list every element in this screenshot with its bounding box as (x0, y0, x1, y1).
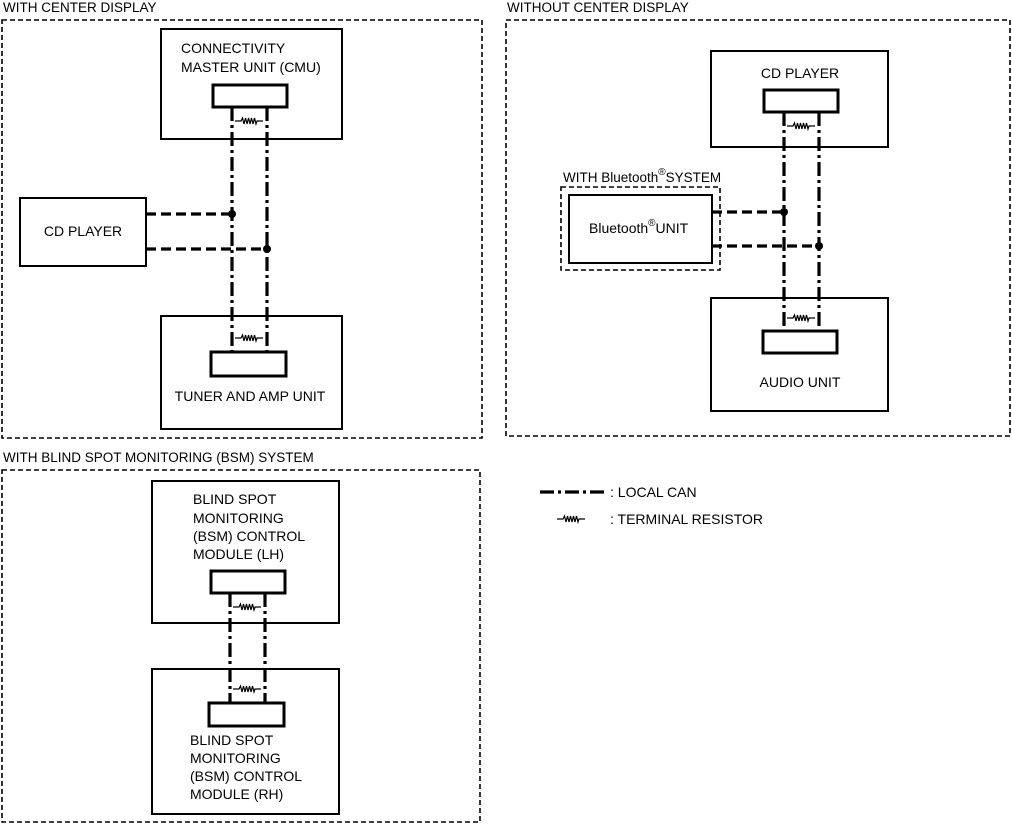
bluetooth-system-frame (560, 186, 721, 271)
audio-unit-label: AUDIO UNIT (760, 374, 841, 390)
cmu-label-line1: CONNECTIVITY (181, 40, 286, 56)
cmu-box (160, 28, 343, 140)
cd-player-connector (762, 88, 840, 114)
section-title-with-center-display: WITH CENTER DISPLAY (3, 0, 157, 15)
legend-local-can: : LOCAL CAN (610, 484, 697, 500)
bsm-rh-line4: MODULE (RH) (190, 786, 283, 802)
section-frame (1, 469, 481, 823)
section-frame (505, 19, 1011, 437)
cd-player-label: CD PLAYER (44, 223, 122, 239)
bsm-lh-connector (209, 569, 287, 595)
cmu-label-line2: MASTER UNIT (CMU) (181, 59, 321, 75)
bsm-rh-box (151, 668, 340, 815)
cmu-connector (211, 83, 289, 109)
section-frame (1, 19, 483, 439)
section-with-center-display: WITH CENTER DISPLAY CONNECTIVITY MASTER … (1, 0, 483, 439)
terminal-resistor-icon (556, 515, 586, 523)
bsm-rh-line2: MONITORING (190, 750, 281, 766)
tuner-connector (209, 350, 288, 378)
section-title-without-center-display: WITHOUT CENTER DISPLAY (507, 0, 689, 15)
cd-player-box (19, 197, 147, 267)
local-can-lines (712, 112, 823, 331)
section-bsm: WITH BLIND SPOT MONITORING (BSM) SYSTEM … (1, 450, 481, 823)
bsm-rh-line3: (BSM) CONTROL (190, 768, 302, 784)
legend: : LOCAL CAN : TERMINAL RESISTOR (540, 484, 763, 527)
legend-terminal-resistor: : TERMINAL RESISTOR (610, 511, 763, 527)
bluetooth-unit-label: Bluetooth®UNIT (589, 218, 689, 236)
bsm-lh-line2: MONITORING (193, 510, 284, 526)
cd-player-label: CD PLAYER (761, 65, 839, 81)
section-title-bsm: WITH BLIND SPOT MONITORING (BSM) SYSTEM (3, 450, 314, 465)
bsm-rh-line1: BLIND SPOT (190, 732, 274, 748)
bsm-lh-line3: (BSM) CONTROL (193, 528, 305, 544)
bsm-rh-connector (207, 701, 286, 728)
audio-unit-connector (761, 329, 839, 355)
bsm-lh-box (151, 480, 340, 624)
bluetooth-system-title: WITH Bluetooth®SYSTEM (563, 167, 721, 185)
local-can-lines (228, 593, 267, 703)
tuner-label: TUNER AND AMP UNIT (175, 388, 326, 404)
bsm-lh-line1: BLIND SPOT (193, 491, 277, 507)
section-without-center-display: WITHOUT CENTER DISPLAY CD PLAYER WITH Bl… (505, 0, 1011, 437)
local-can-lines (146, 107, 271, 352)
bsm-lh-line4: MODULE (LH) (193, 546, 284, 562)
bluetooth-unit-box (568, 194, 713, 264)
